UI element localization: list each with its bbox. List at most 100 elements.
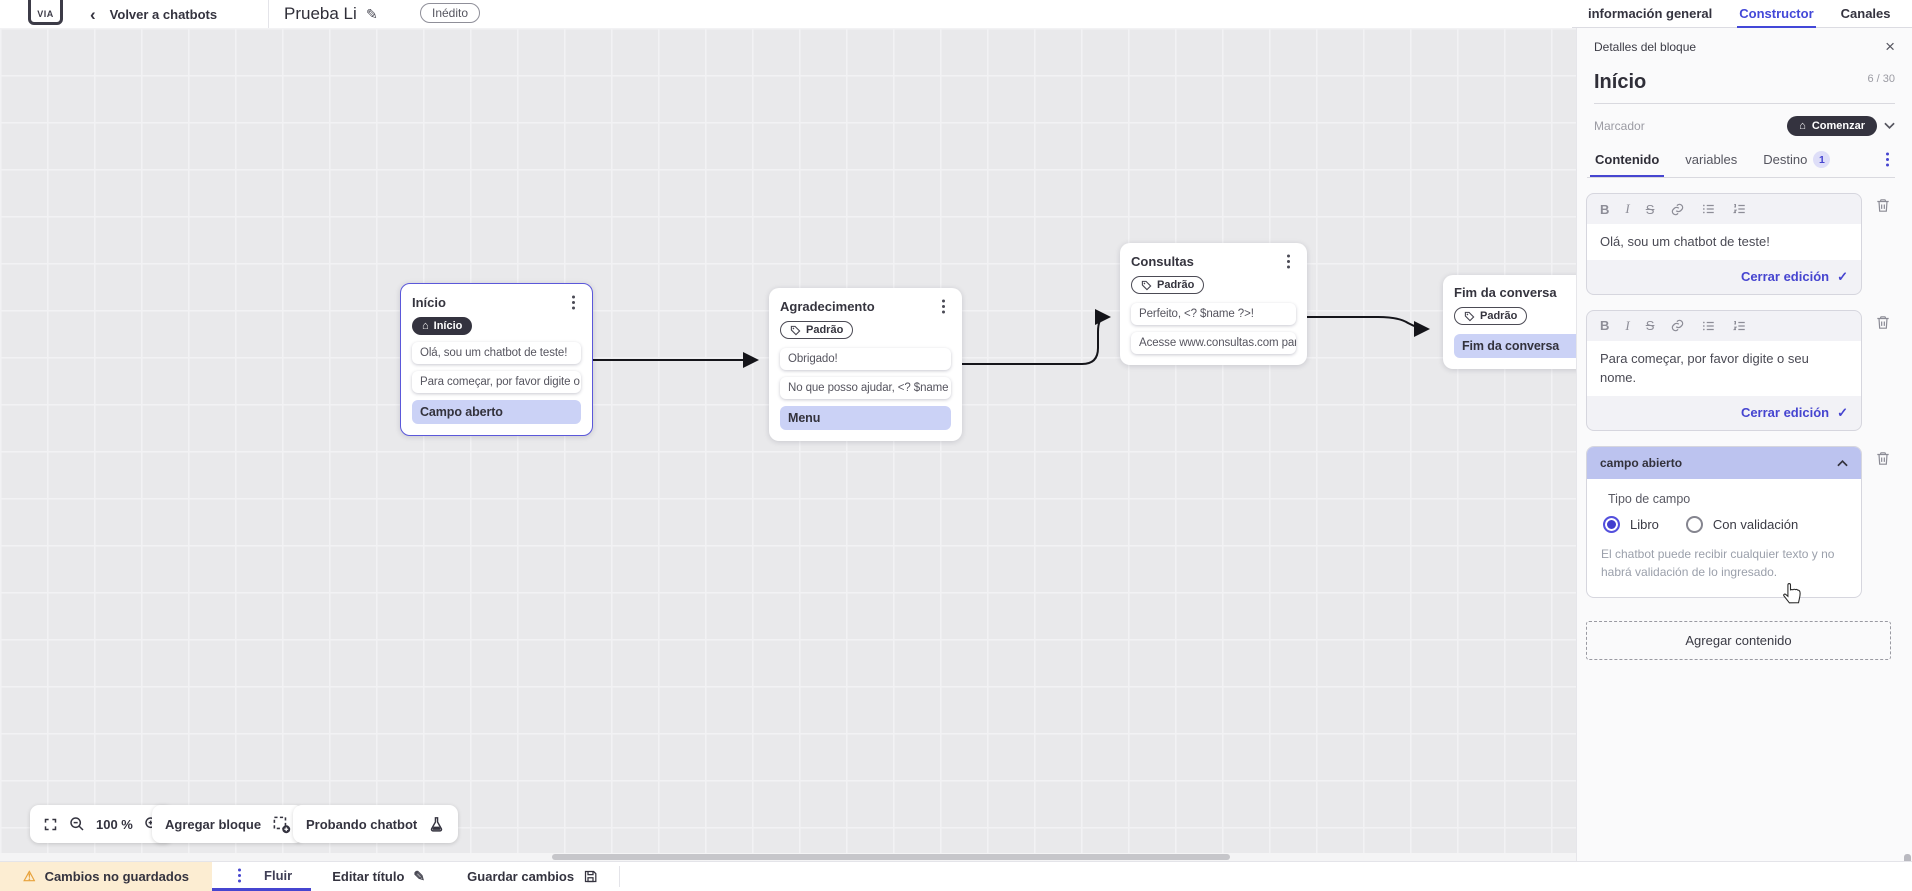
node-content-item[interactable]: Perfeito, <? $name ?>! bbox=[1131, 302, 1296, 325]
node-end-item[interactable]: Fim da conversa bbox=[1454, 333, 1576, 358]
marker-selector[interactable]: ⌂ Comenzar bbox=[1787, 116, 1877, 136]
node-default-badge: Padrão bbox=[1454, 307, 1528, 325]
numbered-list-icon[interactable] bbox=[1732, 319, 1747, 333]
node-agradecimento[interactable]: Agradecimento Padrão Obrigado! No que po… bbox=[769, 288, 962, 441]
strikethrough-icon[interactable]: S bbox=[1645, 201, 1655, 217]
node-open-field-item[interactable]: Campo aberto bbox=[412, 400, 581, 424]
topbar-divider bbox=[268, 0, 269, 28]
tab-fluir[interactable]: Fluir bbox=[212, 862, 312, 891]
radio-libro[interactable]: Libro bbox=[1603, 515, 1659, 533]
main-tabs: información general Constructor Canales bbox=[1572, 0, 1912, 28]
save-icon bbox=[584, 870, 597, 883]
zoom-level: 100 % bbox=[96, 816, 133, 832]
node-consultas[interactable]: Consultas Padrão Perfeito, <? $name ?>! … bbox=[1120, 243, 1307, 365]
app-logo: VIA bbox=[28, 0, 63, 25]
horizontal-scrollbar-thumb[interactable] bbox=[552, 854, 1230, 860]
tab-destino[interactable]: Destino 1 bbox=[1763, 151, 1831, 168]
delete-content-button[interactable] bbox=[1875, 450, 1891, 467]
bottombar-divider bbox=[619, 866, 621, 887]
tab-constructor[interactable]: Constructor bbox=[1737, 0, 1817, 28]
flow-menu-button[interactable] bbox=[231, 867, 247, 883]
link-icon[interactable] bbox=[1670, 318, 1685, 333]
node-title: Agradecimento bbox=[780, 298, 875, 314]
delete-content-button[interactable] bbox=[1875, 314, 1891, 331]
bullet-list-icon[interactable] bbox=[1701, 319, 1716, 333]
close-edit-button[interactable]: Cerrar edición ✓ bbox=[1740, 404, 1848, 421]
node-menu-button[interactable] bbox=[1280, 253, 1296, 269]
chevron-down-icon[interactable] bbox=[1884, 122, 1895, 130]
destino-count-badge: 1 bbox=[1813, 151, 1831, 168]
node-content-item[interactable]: Olá, sou um chatbot de teste! bbox=[412, 342, 581, 364]
radio-con-validacion[interactable]: Con validación bbox=[1685, 515, 1798, 533]
edge-agradecimento-consultas bbox=[962, 309, 1111, 365]
back-to-chatbots-button[interactable]: ‹ Volver a chatbots bbox=[90, 0, 217, 28]
flow-edges bbox=[593, 309, 1430, 368]
open-field-header[interactable]: campo abierto bbox=[1587, 446, 1861, 479]
logo-text: VIA bbox=[37, 9, 54, 19]
block-details-panel: Detalles del bloque × Início 6 / 30 Marc… bbox=[1576, 28, 1912, 871]
field-help-text: El chatbot puede recibir cualquier texto… bbox=[1601, 546, 1835, 580]
node-content-item[interactable]: Para começar, por favor digite o ... bbox=[412, 371, 581, 393]
bullet-list-icon[interactable] bbox=[1701, 202, 1716, 216]
radio-selected-icon bbox=[1603, 515, 1620, 533]
bold-icon[interactable]: B bbox=[1600, 318, 1610, 333]
close-edit-button[interactable]: Cerrar edición ✓ bbox=[1740, 268, 1848, 285]
zoom-out-button[interactable] bbox=[69, 816, 85, 832]
node-content-item[interactable]: Acesse www.consultas.com par... bbox=[1131, 331, 1296, 354]
tag-icon bbox=[790, 325, 801, 335]
node-content-item[interactable]: No que posso ajudar, <? $name ... bbox=[780, 376, 951, 399]
strikethrough-icon[interactable]: S bbox=[1645, 318, 1655, 333]
home-icon: ⌂ bbox=[422, 320, 429, 332]
delete-content-button[interactable] bbox=[1875, 197, 1891, 214]
close-panel-button[interactable]: × bbox=[1885, 37, 1895, 56]
unsaved-changes-label: Cambios no guardados bbox=[44, 869, 190, 884]
tab-variables[interactable]: variables bbox=[1685, 152, 1738, 167]
pencil-icon: ✎ bbox=[413, 868, 426, 884]
edit-chatbot-title-button[interactable]: ✎ bbox=[366, 0, 378, 28]
back-label: Volver a chatbots bbox=[109, 6, 218, 22]
unsaved-changes-banner: ⚠ Cambios no guardados bbox=[0, 862, 213, 891]
block-name-field[interactable]: Início 6 / 30 bbox=[1594, 71, 1895, 104]
link-icon[interactable] bbox=[1670, 202, 1685, 217]
top-bar: VIA ‹ Volver a chatbots Prueba Li ✎ Inéd… bbox=[0, 0, 1912, 28]
numbered-list-icon[interactable] bbox=[1732, 202, 1747, 216]
block-name-value: Início bbox=[1594, 71, 1647, 93]
message-text-input[interactable]: Olá, sou um chatbot de teste! bbox=[1587, 224, 1861, 260]
text-editor-1: B I S Olá, sou um chatbot de teste! Cerr… bbox=[1586, 193, 1862, 295]
save-changes-button[interactable]: Guardar cambios bbox=[446, 862, 619, 891]
add-block-button[interactable]: Agregar bloque bbox=[152, 805, 305, 843]
home-icon: ⌂ bbox=[1799, 120, 1806, 132]
node-title: Consultas bbox=[1131, 253, 1194, 269]
node-menu-item[interactable]: Menu bbox=[780, 405, 951, 430]
test-chatbot-label: Probando chatbot bbox=[306, 816, 418, 832]
node-menu-button[interactable] bbox=[565, 294, 581, 310]
edit-title-button[interactable]: Editar título ✎ bbox=[332, 868, 426, 884]
test-chatbot-button[interactable]: Probando chatbot bbox=[293, 805, 459, 843]
node-title: Fim da conversa bbox=[1454, 285, 1557, 300]
panel-menu-button[interactable] bbox=[1879, 152, 1895, 168]
chatbot-title: Prueba Li bbox=[284, 4, 357, 23]
edge-consultas-fim bbox=[1307, 316, 1430, 337]
check-icon: ✓ bbox=[1837, 404, 1848, 420]
node-title: Início bbox=[412, 294, 446, 310]
chevron-up-icon bbox=[1837, 459, 1848, 466]
flow-canvas[interactable]: Início ⌂ Início Olá, sou um chatbot de t… bbox=[0, 28, 1576, 853]
node-menu-button[interactable] bbox=[935, 298, 951, 314]
message-text-input[interactable]: Para começar, por favor digite o seu nom… bbox=[1587, 340, 1861, 396]
open-field-card: campo abierto Tipo de campo Libro Con va… bbox=[1586, 445, 1862, 598]
node-fim-da-conversa[interactable]: Fim da conversa Padrão Fim da conversa bbox=[1443, 275, 1576, 369]
panel-title: Detalles del bloque bbox=[1594, 39, 1697, 54]
node-content-item[interactable]: Obrigado! bbox=[780, 347, 951, 370]
bold-icon[interactable]: B bbox=[1600, 201, 1610, 217]
italic-icon[interactable]: I bbox=[1625, 317, 1630, 333]
tab-contenido[interactable]: Contenido bbox=[1589, 152, 1665, 177]
node-inicio[interactable]: Início ⌂ Início Olá, sou um chatbot de t… bbox=[400, 283, 593, 436]
tab-informacion-general[interactable]: información general bbox=[1588, 6, 1713, 21]
radio-unselected-icon bbox=[1685, 515, 1703, 533]
italic-icon[interactable]: I bbox=[1625, 201, 1630, 216]
node-default-badge: Padrão bbox=[780, 321, 854, 339]
add-content-button[interactable]: Agregar contenido bbox=[1586, 620, 1891, 660]
check-icon: ✓ bbox=[1837, 268, 1848, 284]
tab-canales[interactable]: Canales bbox=[1840, 6, 1891, 21]
fullscreen-button[interactable] bbox=[43, 817, 58, 832]
